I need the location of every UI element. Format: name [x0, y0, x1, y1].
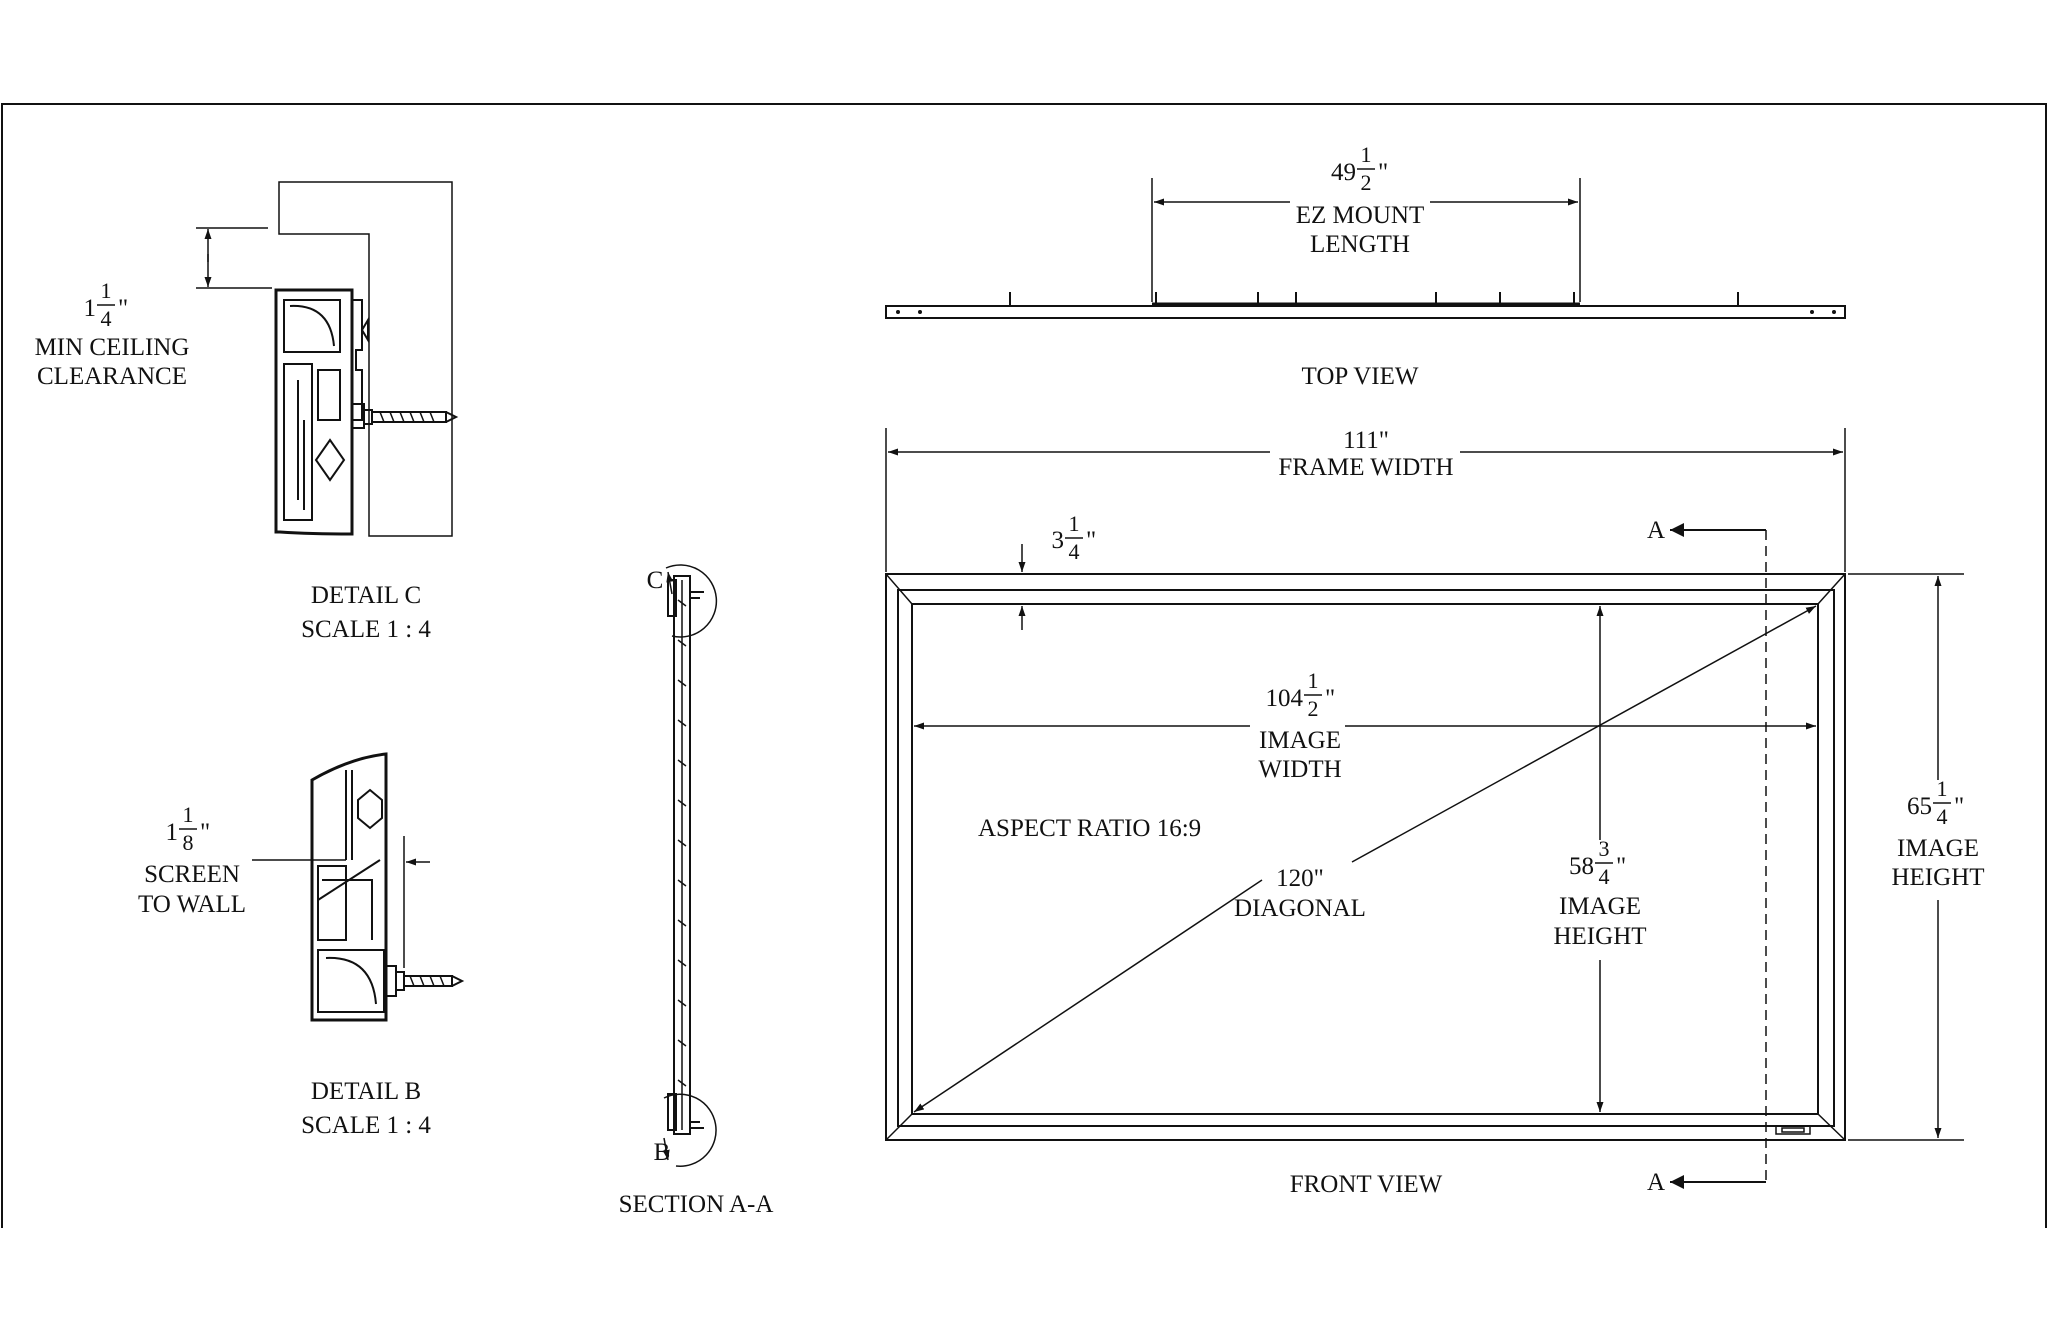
inner-height-whole: 58	[1569, 853, 1594, 880]
ez-mark: "	[1378, 159, 1388, 186]
image-width-whole: 104	[1266, 685, 1304, 712]
ceiling-whole: 1	[84, 295, 97, 322]
detail-b-scale: SCALE 1 : 4	[301, 1112, 431, 1139]
border-num: 1	[1069, 511, 1080, 536]
front-view	[885, 428, 1964, 1189]
image-width-dimension: 104 1 2 " IMAGE WIDTH	[1258, 668, 1341, 783]
image-width-num: 1	[1308, 668, 1319, 693]
frame-width-dimension: 111" FRAME WIDTH	[1278, 427, 1453, 481]
top-view	[885, 178, 1846, 319]
ez-den: 2	[1361, 170, 1372, 195]
outer-height-line-1: IMAGE	[1897, 835, 1979, 862]
detail-b-view	[252, 752, 465, 1022]
frame-width-value: 111"	[1343, 427, 1389, 454]
ceiling-clearance-dimension: 1 1 4 " MIN CEILING CLEARANCE	[35, 278, 190, 390]
inner-height-num: 3	[1599, 836, 1610, 861]
outer-height-dimension: 65 1 4 " IMAGE HEIGHT	[1891, 776, 1984, 891]
detail-c-view	[196, 181, 459, 537]
ceiling-den: 4	[101, 306, 112, 331]
image-width-line-2: WIDTH	[1258, 756, 1341, 783]
section-a-a-title: SECTION A-A	[619, 1191, 774, 1218]
frame-width-label: FRAME WIDTH	[1278, 454, 1453, 481]
inner-height-mark: "	[1616, 853, 1626, 880]
wall-num: 1	[183, 802, 194, 827]
outer-height-den: 4	[1937, 804, 1948, 829]
image-width-line-1: IMAGE	[1259, 727, 1341, 754]
inner-height-line-1: IMAGE	[1559, 893, 1641, 920]
wall-mark: "	[200, 819, 210, 846]
callout-b-label: B	[654, 1139, 671, 1166]
diagonal-dimension: 120" DIAGONAL	[1234, 865, 1366, 922]
ceiling-line-2: CLEARANCE	[37, 363, 187, 390]
ez-num: 1	[1361, 142, 1372, 167]
callout-c-label: C	[647, 567, 664, 594]
detail-c-scale: SCALE 1 : 4	[301, 616, 431, 643]
ceiling-line-1: MIN CEILING	[35, 334, 190, 361]
ez-line-2: LENGTH	[1310, 231, 1410, 258]
inner-height-den: 4	[1599, 864, 1610, 889]
image-width-den: 2	[1308, 696, 1319, 721]
border-den: 4	[1069, 539, 1080, 564]
border-whole: 3	[1052, 527, 1065, 554]
outer-height-whole: 65	[1907, 793, 1932, 820]
top-view-title: TOP VIEW	[1302, 363, 1419, 390]
ceiling-mark: "	[118, 295, 128, 322]
section-a-a-view	[662, 564, 718, 1167]
border-dimension: 3 1 4 "	[1052, 511, 1097, 564]
outer-height-line-2: HEIGHT	[1891, 864, 1984, 891]
border-mark: "	[1086, 527, 1096, 554]
sheet-border	[1, 103, 2047, 1228]
section-arrow-top-label: A	[1647, 517, 1665, 544]
ez-whole: 49	[1331, 159, 1356, 186]
wall-line-2: TO WALL	[138, 891, 246, 918]
wall-whole: 1	[166, 819, 179, 846]
image-width-mark: "	[1325, 685, 1335, 712]
screen-to-wall-dimension: 1 1 8 " SCREEN TO WALL	[138, 802, 246, 918]
ez-line-1: EZ MOUNT	[1296, 202, 1424, 229]
ez-mount-dimension: 49 1 2 " EZ MOUNT LENGTH	[1296, 142, 1424, 258]
section-arrow-bottom-label: A	[1647, 1169, 1665, 1196]
diagonal-label: DIAGONAL	[1234, 895, 1366, 922]
ceiling-num: 1	[101, 278, 112, 303]
diagonal-value: 120"	[1276, 865, 1324, 892]
aspect-ratio-label: ASPECT RATIO 16:9	[978, 815, 1201, 842]
front-view-title: FRONT VIEW	[1290, 1171, 1443, 1198]
outer-height-mark: "	[1954, 793, 1964, 820]
inner-height-line-2: HEIGHT	[1553, 923, 1646, 950]
detail-b-title: DETAIL B	[311, 1078, 421, 1105]
wall-line-1: SCREEN	[144, 861, 240, 888]
detail-c-title: DETAIL C	[311, 582, 421, 609]
outer-height-num: 1	[1937, 776, 1948, 801]
wall-den: 8	[183, 830, 194, 855]
inner-height-dimension: 58 3 4 " IMAGE HEIGHT	[1553, 836, 1646, 950]
